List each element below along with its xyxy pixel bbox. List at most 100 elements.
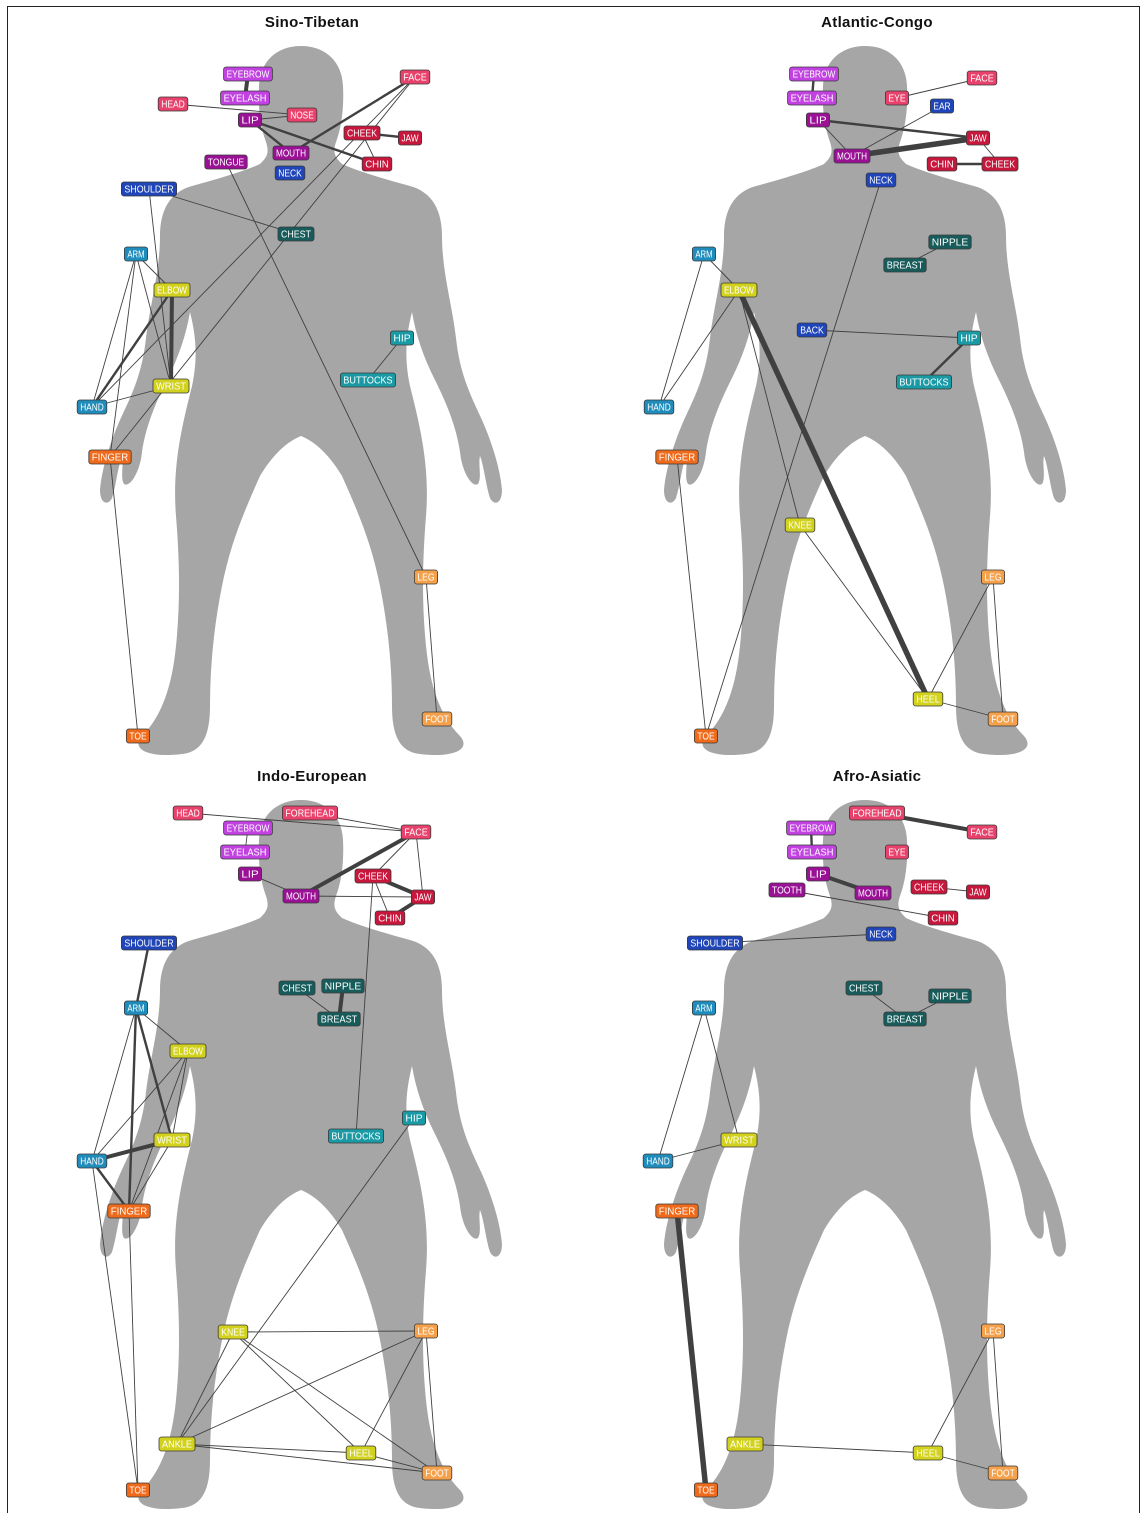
node-eyebrow: EYEBROW — [787, 821, 836, 835]
node-label: CHEST — [281, 230, 311, 241]
node-forehead: FOREHEAD — [849, 806, 904, 820]
node-label: BUTTOCKS — [899, 378, 948, 389]
node-label: HEAD — [161, 100, 185, 111]
node-label: EYE — [888, 848, 905, 859]
node-label: BUTTOCKS — [331, 1132, 380, 1143]
node-buttocks: BUTTOCKS — [340, 373, 395, 387]
node-ankle: ANKLE — [727, 1437, 763, 1451]
node-finger: FINGER — [656, 450, 698, 464]
node-label: CHIN — [378, 914, 402, 925]
node-wrist: WRIST — [154, 1133, 190, 1147]
node-label: ANKLE — [730, 1440, 760, 1451]
node-label: JAW — [969, 134, 987, 145]
edge-arm-hand — [659, 254, 704, 407]
node-eyebrow: EYEBROW — [790, 67, 839, 81]
edge-knee-heel — [800, 525, 928, 699]
node-label: LEG — [984, 1327, 1001, 1338]
node-chin: CHIN — [927, 157, 957, 171]
node-label: EYEBROW — [227, 824, 270, 835]
node-label: HAND — [80, 403, 104, 414]
node-label: CHEEK — [347, 129, 377, 140]
node-label: CHIN — [930, 160, 954, 171]
node-lip: LIP — [238, 867, 261, 881]
node-label: ARM — [695, 250, 712, 261]
node-breast: BREAST — [318, 1012, 360, 1026]
node-arm: ARM — [692, 247, 715, 261]
edge-elbow-wrist — [171, 290, 172, 386]
node-label: EYEBROW — [227, 70, 270, 81]
node-foot: FOOT — [988, 712, 1018, 726]
node-label: BACK — [800, 326, 824, 337]
node-label: HEAD — [176, 809, 200, 820]
node-breast: BREAST — [884, 1012, 926, 1026]
node-label: JAW — [401, 134, 419, 145]
node-hand: HAND — [643, 1154, 673, 1168]
node-mouth: MOUTH — [834, 149, 870, 163]
node-label: JAW — [414, 893, 432, 904]
node-finger: FINGER — [656, 1204, 698, 1218]
node-heel: HEEL — [346, 1446, 376, 1460]
node-foot: FOOT — [422, 712, 452, 726]
node-lip: LIP — [806, 867, 829, 881]
node-label: FOOT — [425, 1469, 449, 1480]
node-breast: BREAST — [884, 258, 926, 272]
node-chest: CHEST — [279, 981, 315, 995]
node-arm: ARM — [692, 1001, 715, 1015]
node-label: FINGER — [659, 453, 695, 464]
node-label: EYEBROW — [793, 70, 836, 81]
node-lip: LIP — [806, 113, 829, 127]
node-label: FOOT — [425, 715, 449, 726]
node-label: FINGER — [92, 453, 128, 464]
node-label: FACE — [404, 828, 428, 839]
node-label: HIP — [393, 334, 411, 345]
node-nipple: NIPPLE — [929, 989, 971, 1003]
node-chest: CHEST — [846, 981, 882, 995]
node-cheek: CHEEK — [344, 126, 380, 140]
node-label: NECK — [278, 169, 302, 180]
edge-finger-toe — [677, 457, 706, 736]
node-heel: HEEL — [913, 1446, 943, 1460]
node-foot: FOOT — [988, 1466, 1018, 1480]
node-label: ELBOW — [724, 286, 754, 297]
node-label: CHEEK — [914, 883, 944, 894]
node-label: EYELASH — [791, 848, 834, 859]
node-knee: KNEE — [785, 518, 815, 532]
node-label: LIP — [241, 870, 259, 881]
node-label: CHEEK — [358, 872, 388, 883]
node-finger: FINGER — [89, 450, 131, 464]
node-label: TOE — [697, 732, 714, 743]
node-leg: LEG — [981, 570, 1004, 584]
node-label: HAND — [646, 1157, 670, 1168]
node-arm: ARM — [124, 1001, 147, 1015]
node-label: NOSE — [290, 111, 314, 122]
node-ankle: ANKLE — [159, 1437, 195, 1451]
node-label: CHEST — [282, 984, 312, 995]
node-label: ARM — [695, 1004, 712, 1015]
panel-indo-european: Indo-EuropeanHEADFOREHEADEYEBROWFACEEYEL… — [77, 768, 502, 1509]
panel-title: Atlantic-Congo — [821, 14, 933, 31]
node-label: SHOULDER — [124, 939, 173, 950]
node-label: LEG — [417, 1327, 434, 1338]
node-label: LIP — [241, 116, 259, 127]
node-label: CHIN — [931, 914, 955, 925]
edge-face-jaw — [416, 832, 423, 897]
node-neck: NECK — [866, 173, 896, 187]
node-tooth: TOOTH — [769, 883, 805, 897]
panel-title: Afro-Asiatic — [833, 768, 922, 785]
node-wrist: WRIST — [153, 379, 189, 393]
node-jaw: JAW — [411, 890, 434, 904]
node-jaw: JAW — [966, 885, 989, 899]
node-eyebrow: EYEBROW — [224, 67, 273, 81]
node-mouth: MOUTH — [283, 889, 319, 903]
panel-title: Indo-European — [257, 768, 367, 785]
node-hip: HIP — [957, 331, 980, 345]
edge-arm-hand — [92, 1008, 136, 1161]
node-label: NIPPLE — [932, 238, 969, 249]
panel-title: Sino-Tibetan — [265, 14, 359, 31]
node-label: WRIST — [157, 1136, 187, 1147]
node-nose: NOSE — [287, 108, 317, 122]
node-label: TOOTH — [772, 886, 802, 897]
node-label: FOOT — [991, 1469, 1015, 1480]
node-neck: NECK — [866, 927, 896, 941]
